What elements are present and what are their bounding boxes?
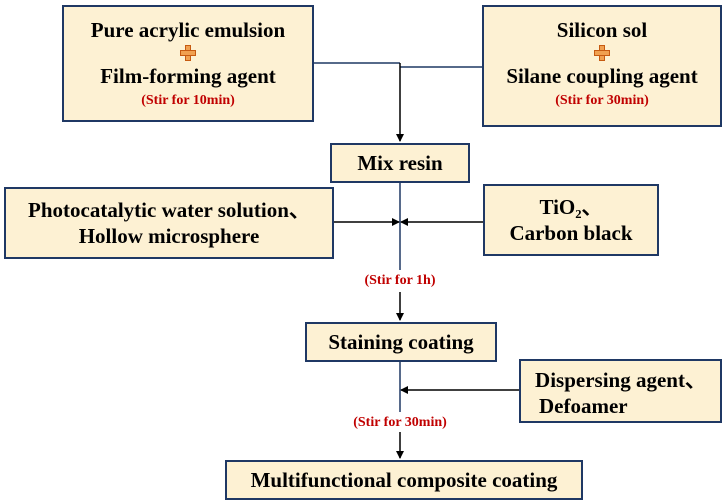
staining-coating-label: Staining coating [328, 330, 474, 354]
acrylic-label: Pure acrylic emulsion [90, 18, 286, 42]
silane-label: Silane coupling agent [506, 64, 698, 88]
tio2-box: TiO₂、 Carbon black [483, 184, 659, 256]
photocatalytic-label: Photocatalytic water solution、 [28, 198, 310, 222]
stir-30min-label: (Stir for 30min) [555, 93, 649, 108]
dispersing-agent-label: Dispersing agent、 [535, 368, 706, 392]
photocatalytic-box: Photocatalytic water solution、 Hollow mi… [4, 187, 334, 259]
defoamer-label: Defoamer [539, 394, 628, 418]
mix-resin-label: Mix resin [357, 151, 443, 175]
silicon-sol-label: Silicon sol [556, 18, 648, 42]
silicon-box: Silicon sol Silane coupling agent (Stir … [482, 5, 722, 127]
carbon-black-label: Carbon black [509, 221, 633, 245]
stir-1h-label: (Stir for 1h) [345, 272, 455, 290]
multifunctional-box: Multifunctional composite coating [225, 460, 583, 500]
acrylic-box: Pure acrylic emulsion Film-forming agent… [62, 5, 314, 122]
staining-coating-box: Staining coating [305, 322, 497, 362]
plus-icon [594, 45, 610, 61]
multifunctional-label: Multifunctional composite coating [250, 468, 558, 492]
film-forming-label: Film-forming agent [100, 64, 276, 88]
tio2-label: TiO₂、 [539, 195, 603, 219]
hollow-microsphere-label: Hollow microsphere [78, 224, 260, 248]
plus-icon [180, 45, 196, 61]
stir-30min-bottom-label: (Stir for 30min) [335, 414, 465, 432]
stir-10min-label: (Stir for 10min) [141, 93, 235, 108]
dispersing-box: Dispersing agent、 Defoamer [519, 359, 722, 423]
mix-resin-box: Mix resin [330, 143, 470, 183]
